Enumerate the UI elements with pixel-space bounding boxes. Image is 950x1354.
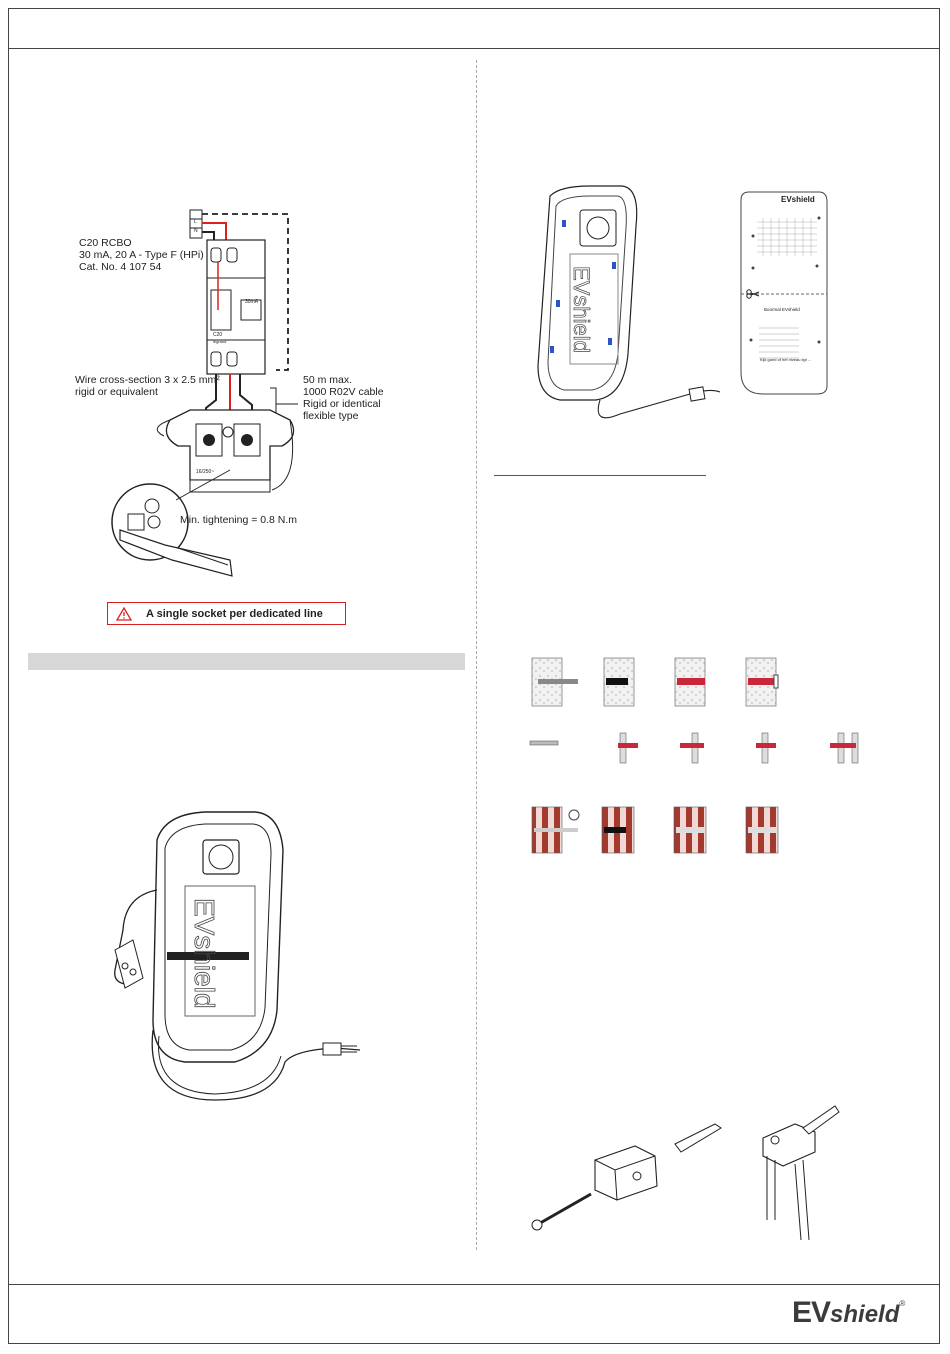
breaker-c20-label: C20 <box>213 332 223 338</box>
link-underline <box>494 475 706 476</box>
page-frame <box>8 8 940 1344</box>
brand-registered: ® <box>899 1299 906 1308</box>
wall-plug-steps <box>529 657 859 854</box>
footer-rule <box>8 1284 940 1285</box>
rcbo-label-2: 30 mA, 20 A - Type F (HPi) <box>79 249 204 261</box>
scissors-icon <box>746 289 760 299</box>
socket-code-label: 16/250~ <box>196 469 215 475</box>
brand-ev: EV <box>792 1296 831 1329</box>
template-brand: EVshield <box>781 195 815 204</box>
wiring-diagram <box>111 209 298 577</box>
drilling-template <box>740 191 828 395</box>
housing-open-illustration: EVshield <box>537 185 721 419</box>
brand-shield: shield <box>830 1301 900 1328</box>
svg-text:EVshield: EVshield <box>569 266 594 353</box>
template-footer: Kijk goed of het niveau ligt ... <box>760 357 812 362</box>
terminal-n-label: N <box>194 228 198 234</box>
breaker-brand-label: legrand <box>213 339 227 344</box>
charger-illustration: EVshield <box>114 811 361 1101</box>
svg-text:EVshield: EVshield <box>189 898 220 1009</box>
cable-label-2: 1000 R02V cable <box>303 386 384 398</box>
section-heading-bar <box>28 653 465 670</box>
wire-section-label-1: Wire cross-section 3 x 2.5 mm² <box>75 374 220 386</box>
tightening-label: Min. tightening = 0.8 N.m <box>180 514 298 526</box>
single-socket-warning: A single socket per dedicated line <box>107 602 346 625</box>
rcbo-label-3: Cat. No. 4 107 54 <box>79 261 162 273</box>
cable-label-1: 50 m max. <box>303 374 353 386</box>
terminal-l-label: L <box>194 219 197 225</box>
template-subtitle: Boormal EVshield <box>764 307 800 312</box>
rcbo-label-1: C20 RCBO <box>79 237 132 249</box>
wire-section-label-2: rigid or equivalent <box>75 386 158 398</box>
mounting-bracket-illustration <box>531 1105 840 1241</box>
cable-label-3: Rigid or identical <box>303 398 381 410</box>
header-rule <box>8 48 940 49</box>
footer-brand-logo: EVshield® <box>792 1296 905 1330</box>
breaker-ma-label: 30mA <box>245 299 259 305</box>
warning-icon <box>115 606 133 621</box>
column-divider <box>476 60 477 1250</box>
warning-text: A single socket per dedicated line <box>146 607 323 620</box>
cable-label-4: flexible type <box>303 410 359 422</box>
